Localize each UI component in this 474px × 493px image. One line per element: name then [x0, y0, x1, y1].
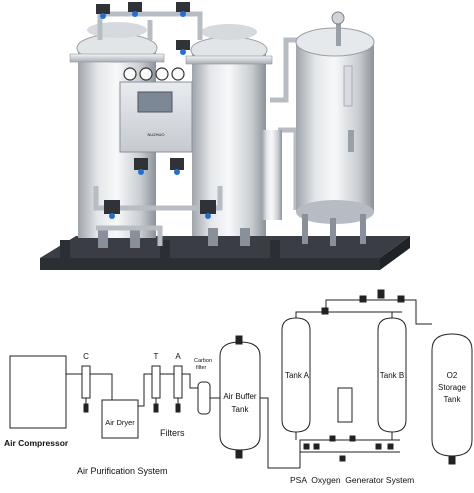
label-filter-t: T — [154, 352, 159, 361]
label-air-dryer: Air Dryer — [105, 418, 135, 427]
label-filter-c: C — [83, 352, 89, 361]
label-filters: Filters — [160, 428, 185, 438]
label-carbon-filter-1: Carbon — [194, 358, 212, 364]
pressure-gauges — [123, 67, 185, 81]
balance-vessel — [337, 387, 353, 423]
label-air-buffer-1: Air Buffer — [223, 392, 257, 401]
label-tank-a: Tank A — [285, 371, 310, 380]
label-air-compressor: Air Compressor — [4, 438, 69, 448]
equipment-photo: NUZHUO — [40, 2, 410, 270]
label-air-purification-system: Air Purification System — [77, 466, 168, 476]
air-buffer-tank — [219, 341, 261, 451]
tank-a — [281, 317, 311, 433]
label-tank-b: Tank B — [380, 371, 404, 380]
tank-b — [377, 317, 407, 433]
filter-housing — [262, 130, 282, 220]
label-o2: O2 — [447, 371, 458, 380]
air-compressor-box — [9, 355, 67, 429]
oxygen-storage-tank-photo — [295, 11, 375, 246]
o2-storage-tank — [431, 333, 473, 457]
label-filter-a: A — [175, 352, 181, 361]
base-frame — [40, 236, 410, 270]
process-schematic — [9, 289, 473, 469]
filter-t — [151, 365, 161, 399]
label-carbon-filter-2: filter — [196, 365, 207, 371]
label-air-buffer-2: Tank — [232, 405, 250, 414]
air-dryer-box — [101, 399, 139, 439]
carbon-filter — [197, 381, 211, 415]
control-panel: NUZHUO — [119, 67, 193, 153]
schematic-labels: Air Compressor Air Dryer C T A Carbon fi… — [4, 352, 467, 485]
label-tank: Tank — [444, 395, 462, 404]
adsorption-tower-right — [185, 24, 273, 246]
pneumatic-valves — [96, 2, 216, 219]
filter-a — [173, 365, 183, 399]
label-storage: Storage — [438, 383, 467, 392]
brand-plate: NUZHUO — [147, 132, 164, 137]
label-psa-oxygen-generator-system: PSA Oxygen Generator System — [290, 475, 414, 485]
filter-c — [81, 365, 91, 399]
